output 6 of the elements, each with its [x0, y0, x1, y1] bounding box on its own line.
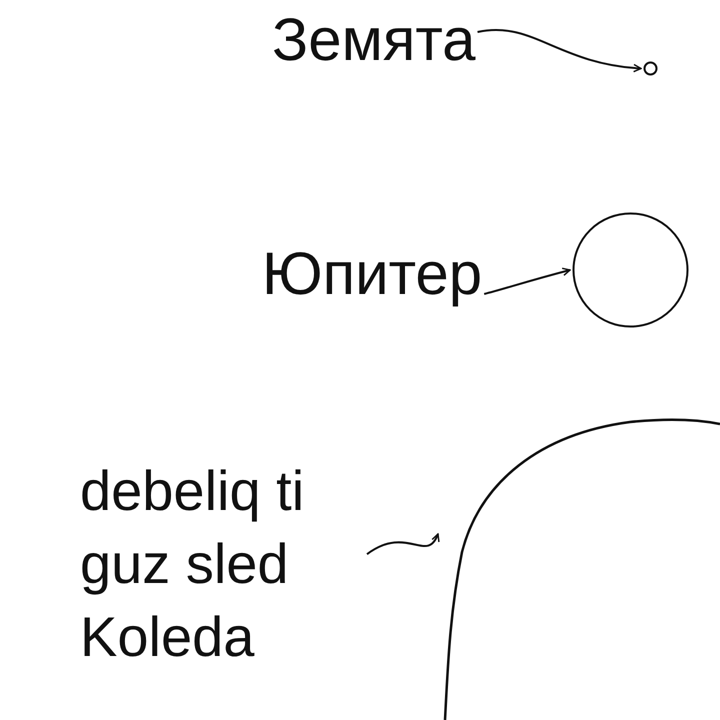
text-label: Земята: [272, 4, 476, 76]
text-label: debeliq ti guz sled Koleda: [80, 455, 365, 674]
curved-arrow: [366, 533, 439, 556]
curved-arrow: [484, 268, 571, 295]
curved-arrow: [477, 29, 642, 72]
text-label: Юпитер: [262, 238, 482, 310]
